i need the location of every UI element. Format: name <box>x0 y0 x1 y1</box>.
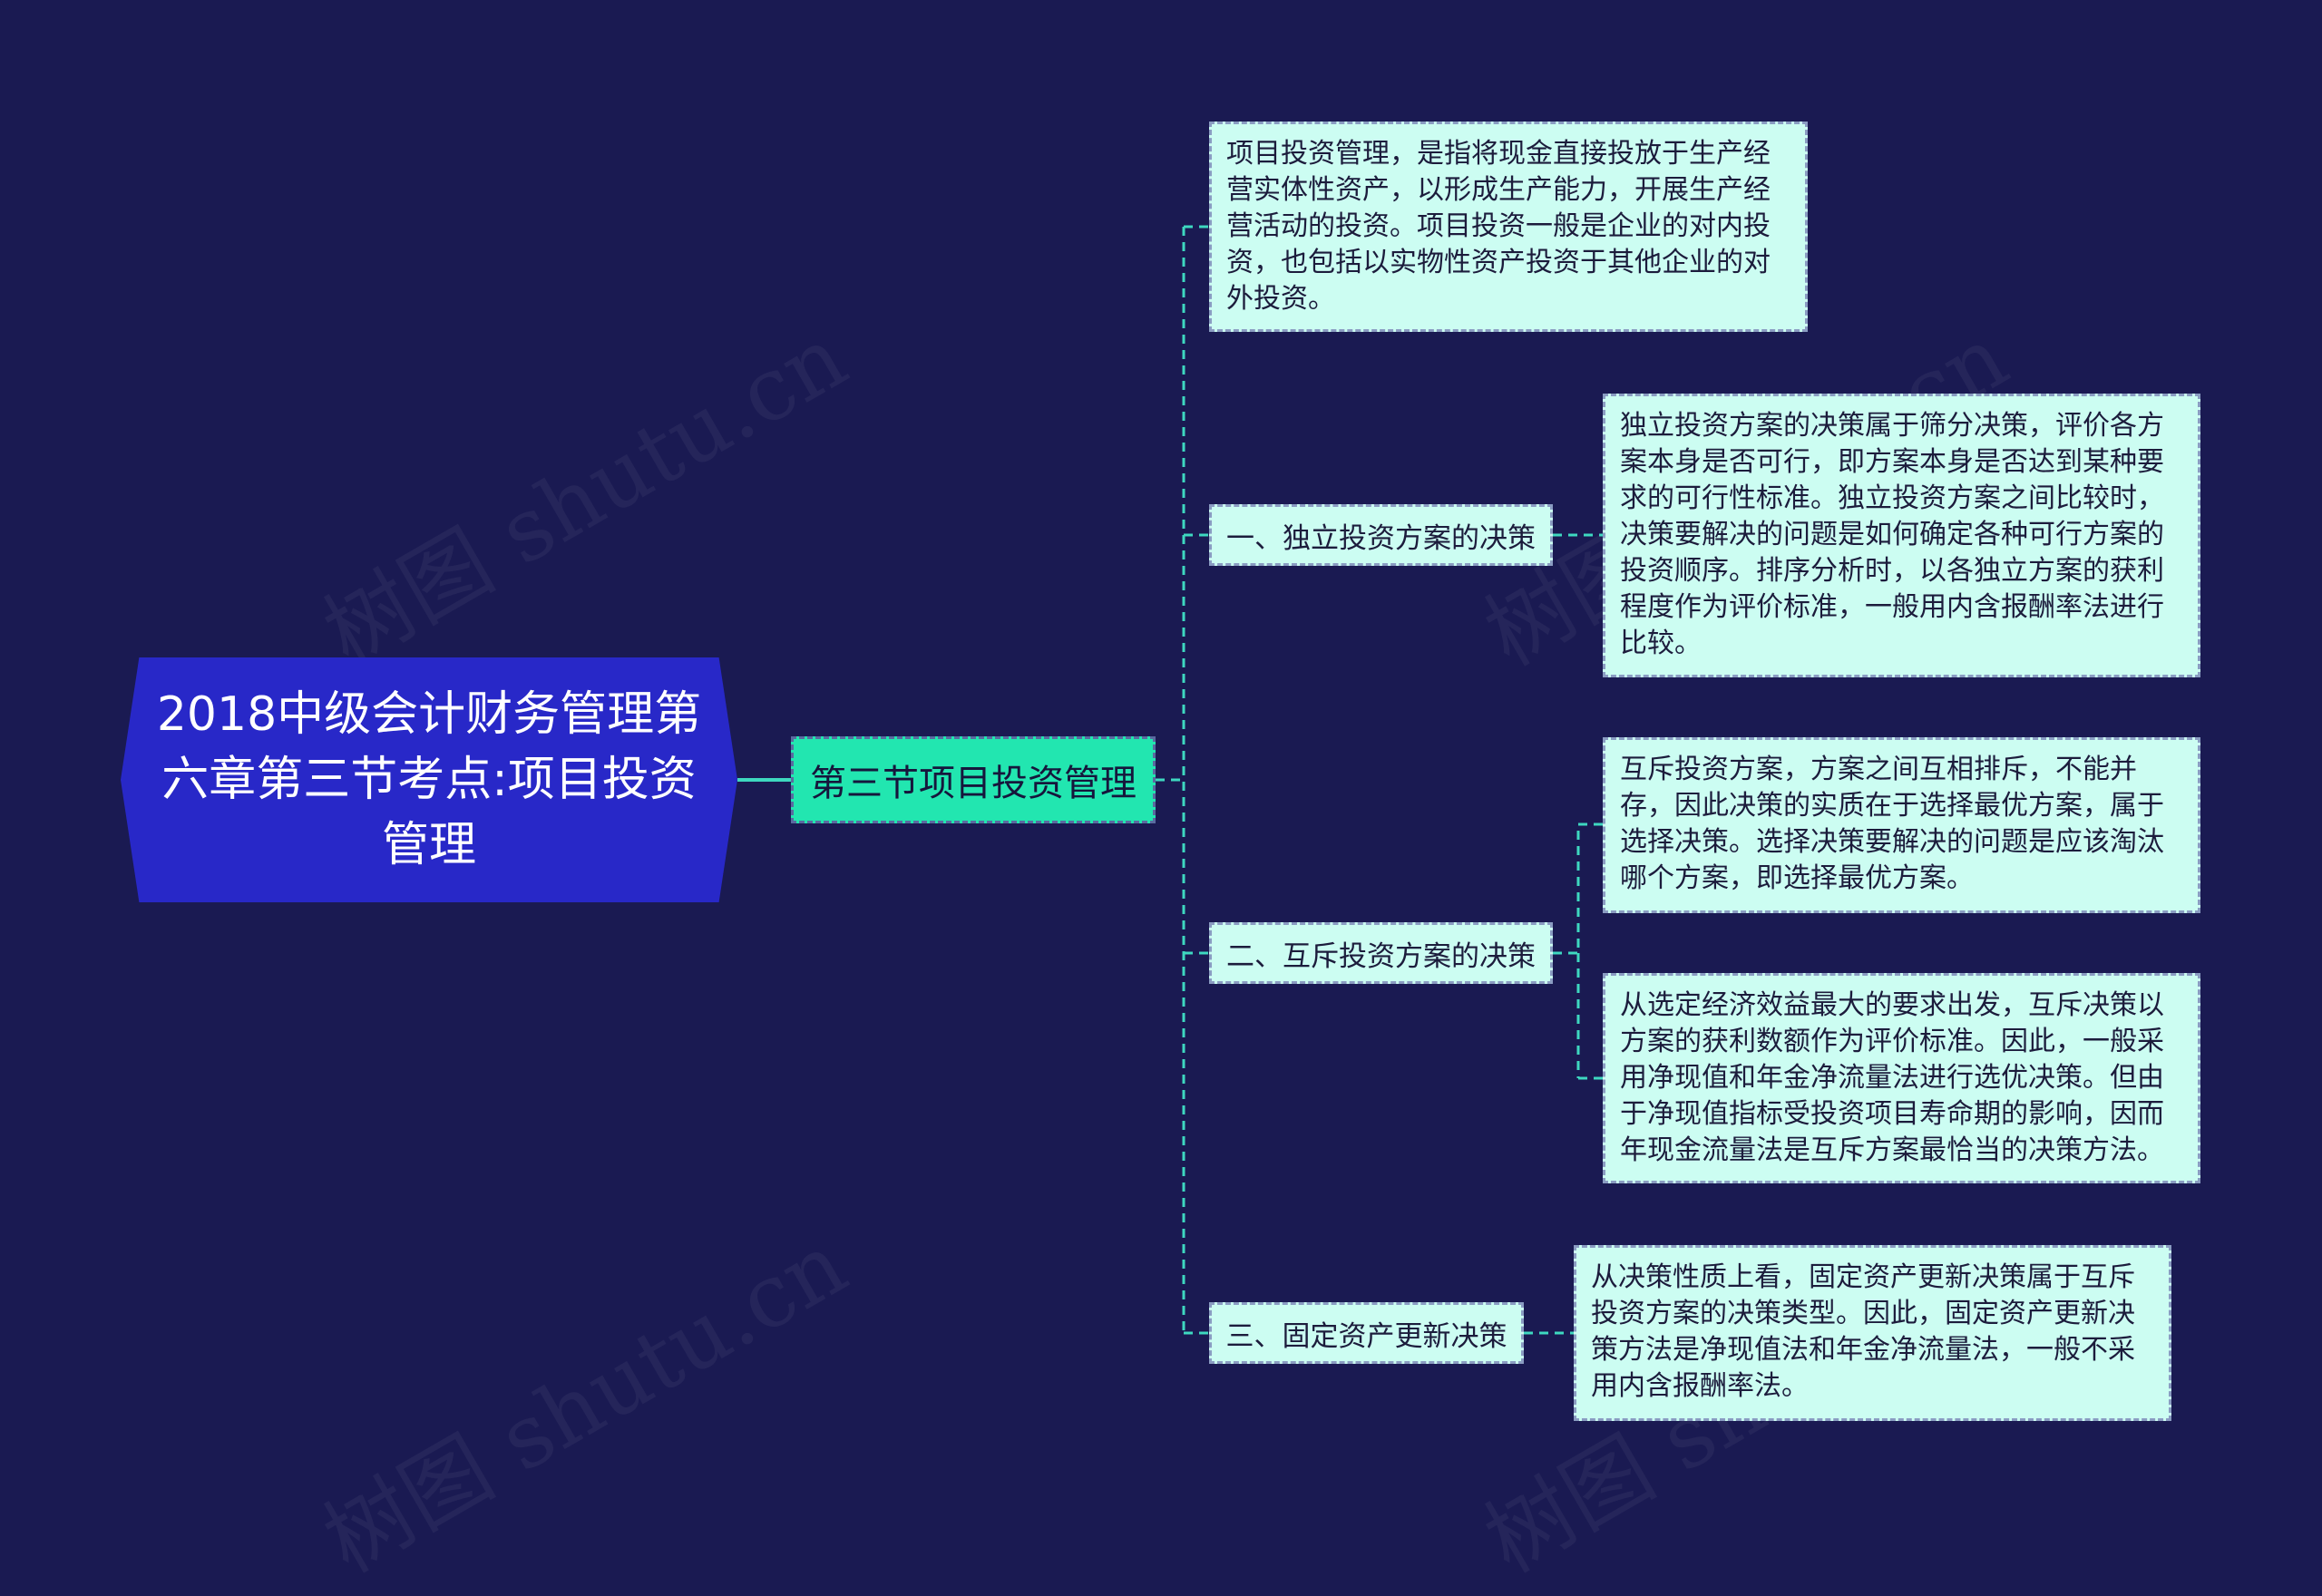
branch-topic-label: 二、互斥投资方案的决策 <box>1226 939 1536 973</box>
branch-2-note-2-text: 从选定经济效益最大的要求出发，互斥决策以方案的获利数额作为评价标准。因此，一般采… <box>1620 989 2164 1166</box>
branch-topic-mutually-exclusive[interactable]: 二、互斥投资方案的决策 <box>1209 922 1553 984</box>
branch-1-note-text: 独立投资方案的决策属于筛分决策，评价各方案本身是否可行，即方案本身是否达到某种要… <box>1620 410 2164 659</box>
connector-branch-2-trunk <box>1553 824 1580 1078</box>
branch-2-note-1[interactable]: 互斥投资方案，方案之间互相排斥，不能并存，因此决策的实质在于选择最优方案，属于选… <box>1603 737 2200 913</box>
section-topic-label: 第三节项目投资管理 <box>810 763 1137 804</box>
connector-lines <box>737 225 1603 1335</box>
intro-note-text: 项目投资管理，是指将现金直接投放于生产经营实体性资产，以形成生产能力，开展生产经… <box>1226 138 1771 315</box>
root-topic[interactable]: 2018中级会计财务管理第六章第三节考点:项目投资管理 <box>121 657 737 902</box>
branch-2-note-1-text: 互斥投资方案，方案之间互相排斥，不能并存，因此决策的实质在于选择最优方案，属于选… <box>1620 754 2164 894</box>
root-topic-label: 2018中级会计财务管理第六章第三节考点:项目投资管理 <box>156 687 702 872</box>
mind-map-canvas: 树图 shutu.cn 树图 shutu.cn 树图 shutu.cn 树图 s… <box>121 122 2200 1592</box>
branch-topic-fixed-asset-renewal[interactable]: 三、固定资产更新决策 <box>1209 1302 1524 1364</box>
branch-topic-label: 三、固定资产更新决策 <box>1225 1319 1507 1353</box>
intro-note[interactable]: 项目投资管理，是指将现金直接投放于生产经营实体性资产，以形成生产能力，开展生产经… <box>1209 122 1808 332</box>
branch-topic-label: 一、独立投资方案的决策 <box>1226 521 1536 555</box>
branch-1-note[interactable]: 独立投资方案的决策属于筛分决策，评价各方案本身是否可行，即方案本身是否达到某种要… <box>1603 394 2200 677</box>
branch-2-note-2[interactable]: 从选定经济效益最大的要求出发，互斥决策以方案的获利数额作为评价标准。因此，一般采… <box>1603 973 2200 1183</box>
branch-3-note[interactable]: 从决策性质上看，固定资产更新决策属于互斥投资方案的决策类型。因此，固定资产更新决… <box>1574 1245 2171 1421</box>
section-topic[interactable]: 第三节项目投资管理 <box>791 736 1156 823</box>
branch-3-note-text: 从决策性质上看，固定资产更新决策属于互斥投资方案的决策类型。因此，固定资产更新决… <box>1591 1261 2135 1402</box>
branch-topic-independent[interactable]: 一、独立投资方案的决策 <box>1209 504 1553 566</box>
